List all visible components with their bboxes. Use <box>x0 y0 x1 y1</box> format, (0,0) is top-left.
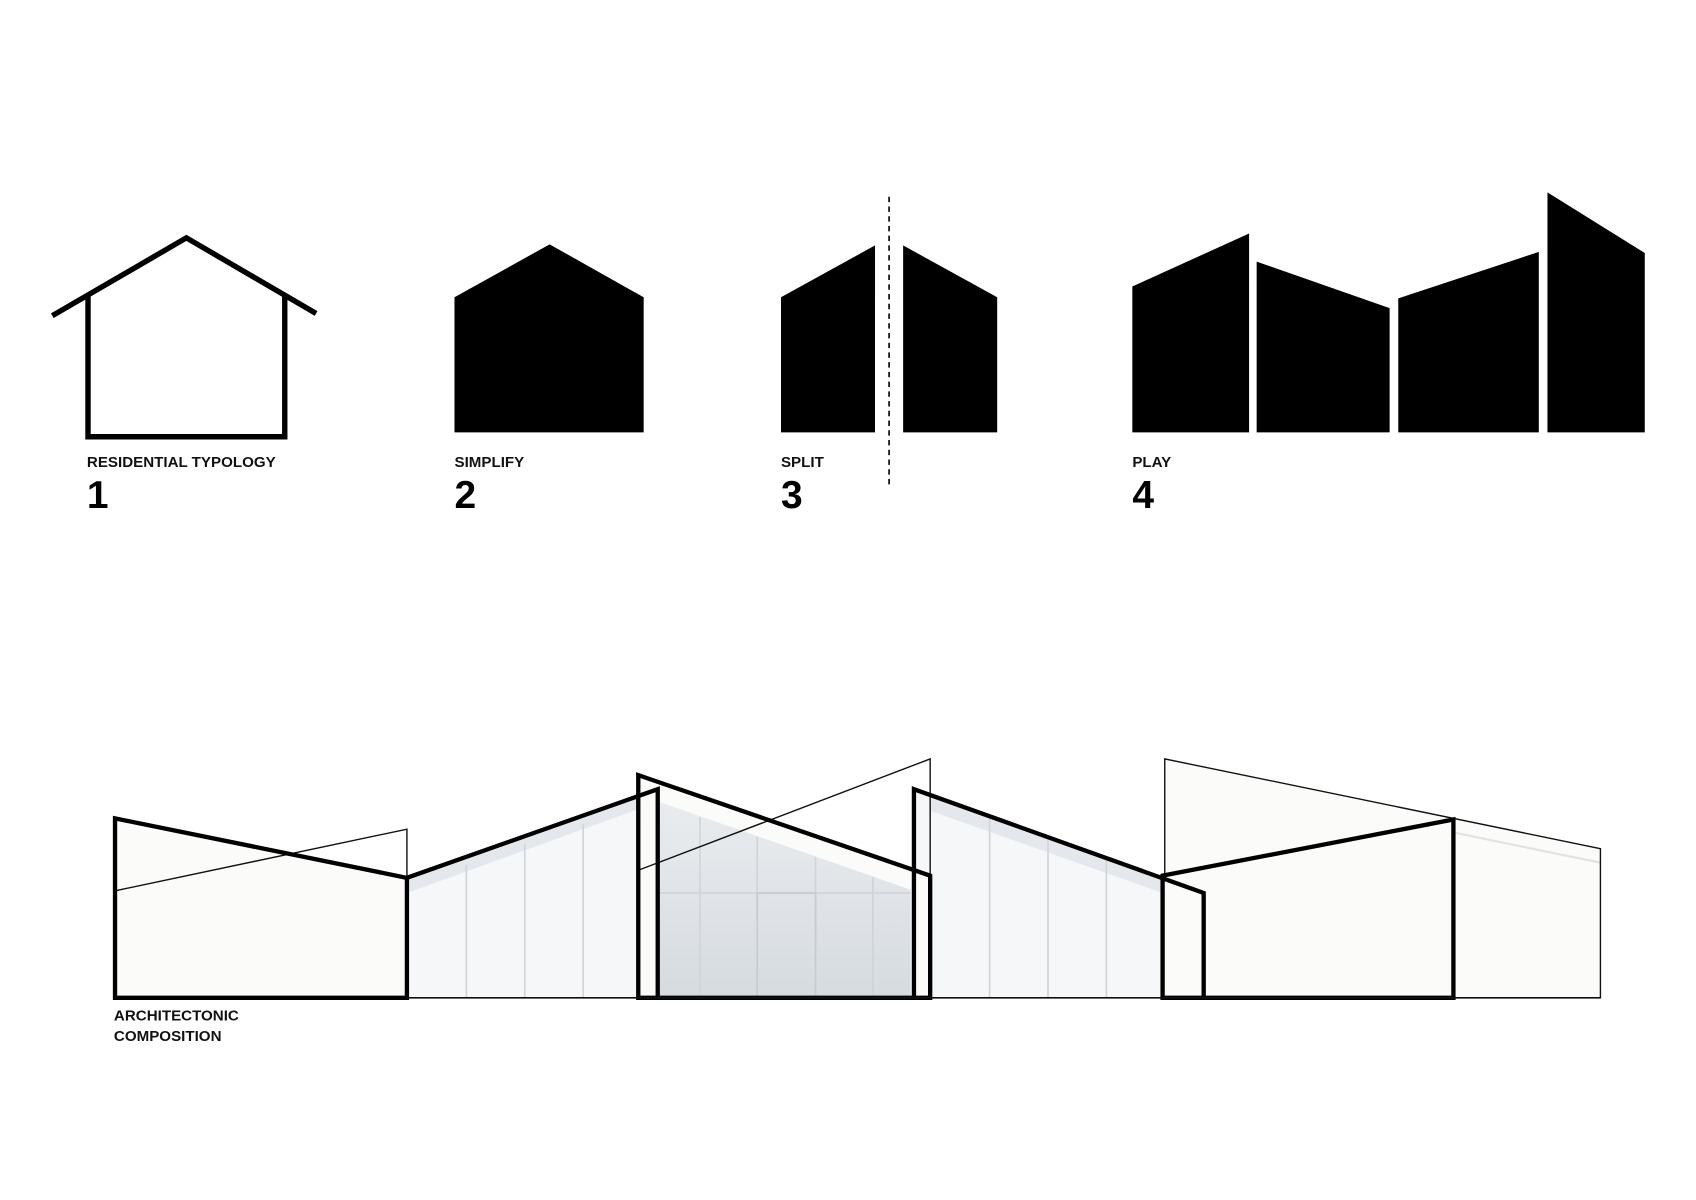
step-2-simplified-house <box>454 244 644 433</box>
step-1-label: RESIDENTIAL TYPOLOGY <box>87 454 276 471</box>
step-4-label: PLAY <box>1132 454 1171 471</box>
step-3-split-house <box>780 196 998 487</box>
step-1-house-outline <box>50 234 318 440</box>
composition-label-line1: ARCHITECTONIC <box>114 1008 239 1025</box>
step-1-number: 1 <box>87 474 109 517</box>
step-3-label: SPLIT <box>781 454 825 471</box>
step-2-number: 2 <box>454 474 476 517</box>
step-3-number: 3 <box>781 474 803 517</box>
step-4-play-volumes <box>1132 192 1645 433</box>
step-2-label: SIMPLIFY <box>454 454 524 471</box>
step-4-number: 4 <box>1132 474 1154 517</box>
architectonic-elevation <box>112 757 1602 1000</box>
composition-label-line2: COMPOSITION <box>114 1028 222 1045</box>
